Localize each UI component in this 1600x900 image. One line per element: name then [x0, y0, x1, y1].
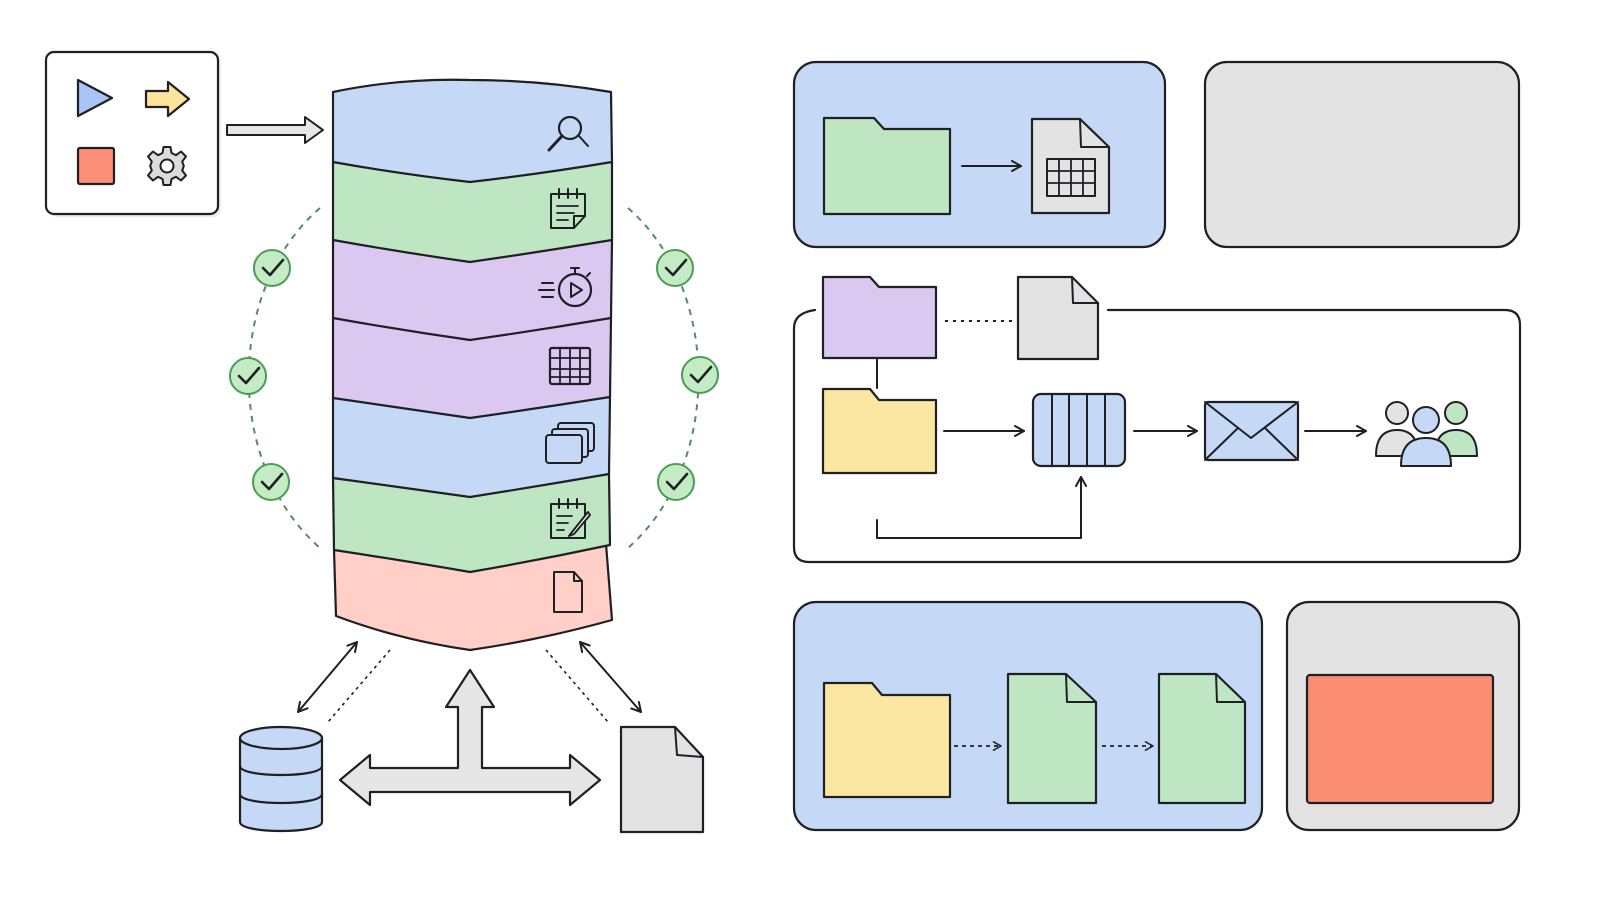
folder-icon — [822, 116, 952, 216]
check-badge — [229, 357, 267, 395]
queue-icon — [1031, 392, 1127, 468]
file-icon — [1157, 672, 1247, 805]
play-icon[interactable] — [76, 78, 114, 118]
toolbar-panel — [44, 50, 221, 217]
panel-folder-to-files — [792, 600, 1264, 832]
file-icon — [553, 571, 583, 613]
three-way-arrow — [338, 668, 602, 807]
edit-notepad-icon — [550, 498, 591, 539]
database-dotted-link — [327, 649, 391, 723]
notepad-icon — [550, 188, 586, 229]
document-dotted-link — [545, 649, 609, 723]
stack-layer-search — [331, 78, 614, 184]
folder-icon — [821, 275, 938, 360]
panel-orange-card — [1285, 600, 1521, 832]
left-dashed-arc — [247, 207, 321, 549]
database-icon — [238, 725, 324, 833]
arrow-right-icon[interactable] — [144, 80, 191, 118]
folder-icon — [822, 681, 952, 799]
file-icon — [1006, 672, 1098, 805]
panel-workflow — [792, 275, 1522, 564]
check-badge — [681, 356, 719, 394]
document-icon — [619, 725, 705, 834]
database-arrow — [297, 641, 358, 713]
users-icon — [1375, 401, 1478, 467]
check-badge — [253, 249, 291, 287]
stopwatch-play-icon — [538, 267, 593, 308]
spreadsheet-file-icon — [1030, 117, 1111, 215]
file-icon — [1016, 275, 1100, 361]
toolbar-to-stack-arrow — [226, 116, 324, 144]
check-badge — [656, 249, 694, 287]
stop-icon[interactable] — [76, 146, 116, 186]
check-badge — [657, 463, 695, 501]
check-badge — [252, 463, 290, 501]
orange-card — [1305, 673, 1495, 805]
stacked-windows-icon — [545, 422, 595, 464]
right-dashed-arc — [627, 207, 700, 549]
table-grid-icon — [548, 346, 592, 386]
panel-empty-gray — [1203, 60, 1521, 249]
folder-icon — [821, 387, 938, 475]
document-arrow — [579, 641, 642, 713]
layer-stack — [229, 78, 719, 652]
panel-folder-to-sheet — [792, 60, 1167, 249]
envelope-icon — [1203, 400, 1300, 462]
magnifier-icon — [547, 115, 589, 152]
stack-connections — [297, 641, 642, 807]
gear-icon[interactable] — [147, 146, 187, 186]
